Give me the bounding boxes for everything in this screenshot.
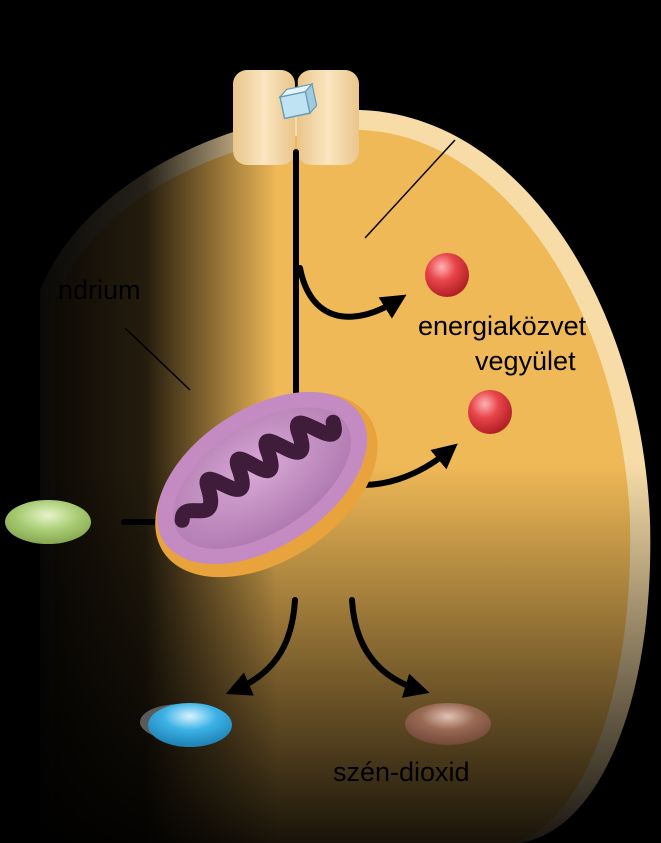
channel-right-half [297,70,359,165]
label-mitochondrion: ndrium [58,275,141,305]
label-energy-line2: vegyület [475,346,576,376]
brown-oval-icon [405,703,491,745]
channel-left-half [233,70,295,165]
membrane-channel [233,0,359,165]
arrow-to-co2 [349,597,430,698]
red-sphere-icon [468,390,512,434]
label-energy-line1: energiaközvet [418,311,587,341]
green-oval-icon [5,500,91,544]
label-carbon-dioxide: szén-dioxid [333,757,470,787]
arrows [121,149,458,698]
mitochondrion-cristae [174,414,342,528]
sugar-cube-icon [278,82,318,120]
blue-oval-icon [148,703,232,747]
mitochondrion [155,391,378,578]
cytoplasm-pointer-line [364,139,456,239]
arrow-to-water [225,597,298,696]
red-sphere-icon [425,253,469,297]
mitochondrion-pointer-line [124,327,191,391]
arrow-to-energy-molecule-1 [297,265,407,320]
